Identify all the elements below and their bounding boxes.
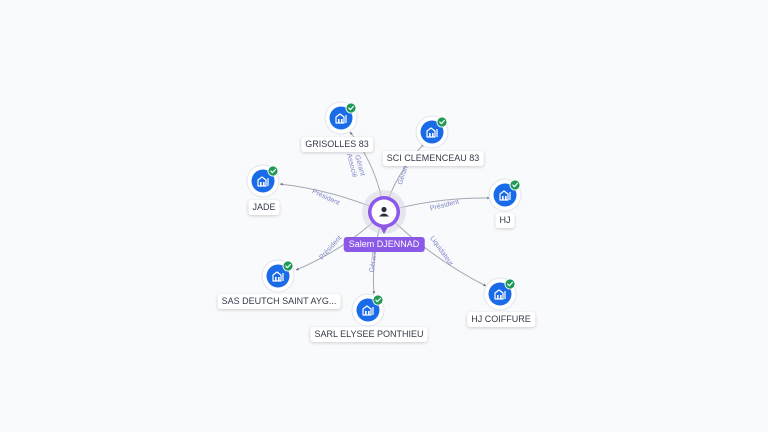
user-icon	[379, 206, 389, 217]
company-label-jade[interactable]: JADE	[248, 200, 280, 215]
checkmark-icon	[345, 102, 357, 114]
edge-arrow-hj	[487, 196, 490, 200]
building-icon	[272, 271, 284, 282]
company-label-hjcoiffure[interactable]: HJ COIFFURE	[467, 312, 535, 327]
building-icon	[494, 289, 506, 300]
building-icon	[426, 127, 438, 138]
company-node-grisolles[interactable]	[324, 101, 358, 135]
edge-arrow-jade	[280, 182, 283, 186]
edge-arrow-sarlelysee	[372, 291, 376, 294]
checkmark-icon	[372, 294, 384, 306]
company-node-hjcoiffure[interactable]	[483, 277, 517, 311]
relation-label-hjcoiffure: Liquidateur	[428, 235, 454, 268]
edge-arrow-grisolles	[350, 132, 353, 135]
relation-label-sarlelysee: Gérant	[369, 251, 378, 273]
company-label-clemenceau[interactable]: SCI CLEMENCEAU 83	[382, 151, 484, 166]
building-icon	[362, 305, 374, 316]
company-node-hj[interactable]	[488, 178, 522, 212]
edge-arrow-hjcoiffure	[483, 283, 486, 287]
checkmark-icon	[267, 165, 279, 177]
person-node[interactable]	[362, 190, 406, 234]
building-icon	[335, 113, 347, 124]
company-label-sasdeutch[interactable]: SAS DEUTCH SAINT AYG...	[217, 294, 341, 309]
company-label-sarlelysee[interactable]: SARL ELYSEE PONTHIEU	[310, 327, 428, 342]
company-node-jade[interactable]	[246, 164, 280, 198]
checkmark-icon	[436, 116, 448, 128]
company-label-hj[interactable]: HJ	[495, 213, 515, 228]
relation-label-hj: Président	[429, 199, 459, 213]
edge-arrow-sasdeutch	[296, 267, 299, 271]
building-icon	[499, 190, 511, 201]
company-node-clemenceau[interactable]	[415, 115, 449, 149]
relation-label-clemenceau: Gérant	[397, 163, 410, 186]
company-node-sasdeutch[interactable]	[261, 259, 295, 293]
relation-label-sasdeutch: Président	[318, 235, 343, 262]
checkmark-icon	[282, 260, 294, 272]
company-label-grisolles[interactable]: GRISOLLES 83	[301, 137, 373, 152]
checkmark-icon	[509, 179, 521, 191]
company-node-sarlelysee[interactable]	[351, 293, 385, 327]
building-icon	[257, 176, 269, 187]
person-name-label[interactable]: Salem DJENNAD	[343, 237, 425, 252]
checkmark-icon	[504, 278, 516, 290]
relation-label-jade: Président	[311, 188, 341, 207]
